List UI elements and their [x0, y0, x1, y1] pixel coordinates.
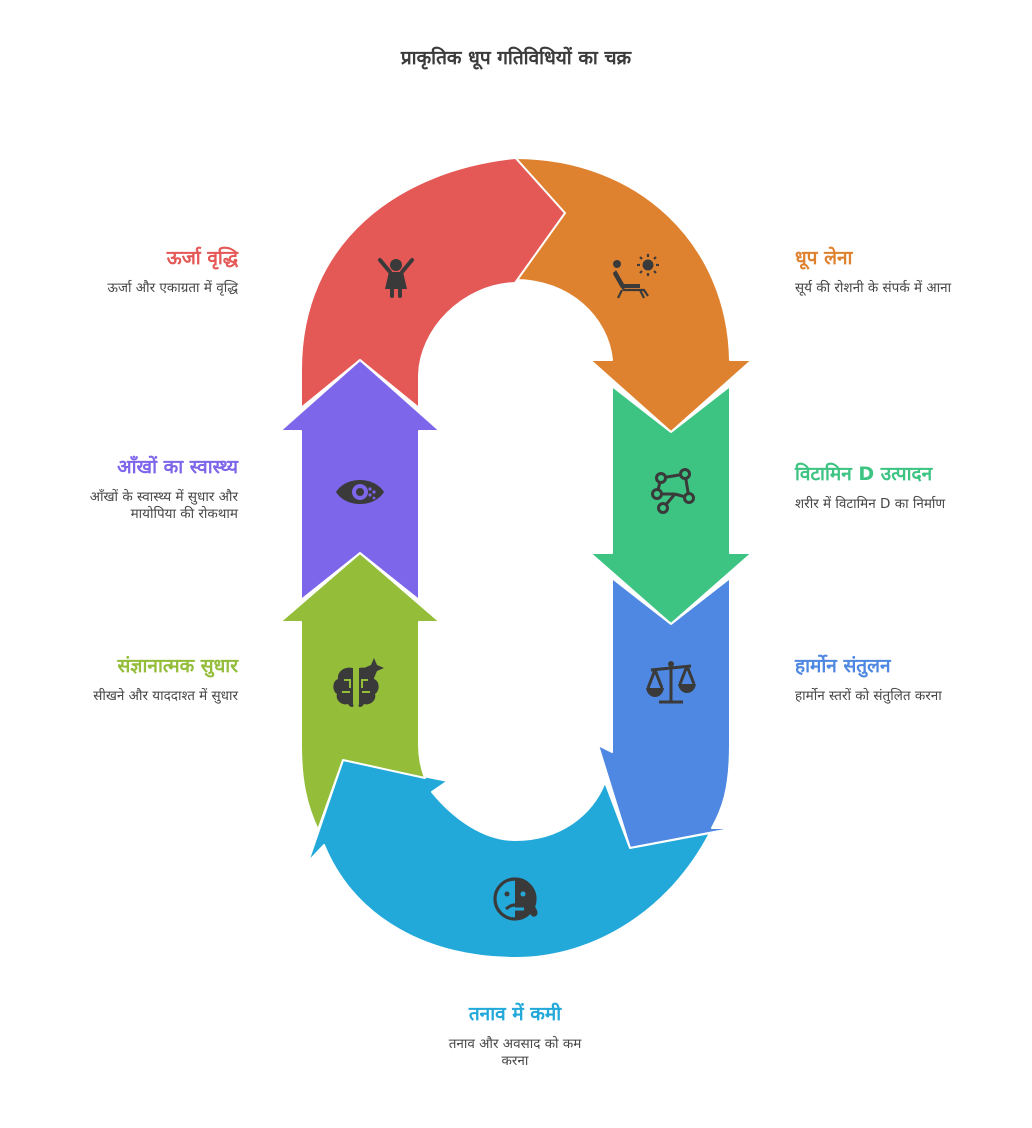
label-stress: तनाव में कमी तनाव और अवसाद को कम करना: [415, 1000, 615, 1070]
heading-vitamin-d: विटामिन D उत्पादन: [795, 463, 933, 485]
description-hormone: हार्मोन स्तरों को संतुलित करना: [795, 688, 942, 704]
description-sunbathing: सूर्य की रोशनी के संपर्क में आना: [795, 280, 952, 296]
diagram-title: प्राकृतिक धूप गतिविधियों का चक्र: [400, 47, 632, 69]
label-energy: ऊर्जा वृद्धि ऊर्जा और एकाग्रता में वृद्ध…: [0, 244, 238, 297]
lounger-sun-icon: [613, 254, 659, 299]
heading-cognitive: संज्ञानात्मक सुधार: [117, 655, 238, 677]
label-cognitive: संज्ञानात्मक सुधार सीखने और याददाश्त में…: [0, 652, 238, 705]
sad-face-icon: [493, 877, 538, 921]
heading-hormone: हार्मोन संतुलन: [795, 655, 891, 677]
description-stress-line2: करना: [501, 1053, 529, 1069]
description-stress-line1: तनाव और अवसाद को कम: [448, 1036, 582, 1052]
description-eye-line2: मायोपिया की रोकथाम: [130, 506, 238, 522]
brain-sparkle-icon: [333, 658, 384, 707]
label-vitamin-d: विटामिन D उत्पादन शरीर में विटामिन D का …: [795, 460, 1032, 513]
heading-eye: आँखों का स्वास्थ्य: [117, 456, 238, 478]
label-sunbathing: धूप लेना सूर्य की रोशनी के संपर्क में आन…: [795, 244, 1032, 297]
description-cognitive: सीखने और याददाश्त में सुधार: [93, 688, 238, 704]
label-hormone: हार्मोन संतुलन हार्मोन स्तरों को संतुलित…: [795, 652, 1032, 705]
heading-stress: तनाव में कमी: [468, 1003, 562, 1025]
child-icon: [378, 258, 414, 298]
molecule-icon: [651, 468, 695, 514]
eye-icon: [336, 480, 384, 504]
segment-sunbathing: [514, 157, 753, 433]
description-energy: ऊर्जा और एकाग्रता में वृद्धि: [107, 280, 238, 296]
segment-energy: [300, 134, 566, 409]
description-vitamin-d: शरीर में विटामिन D का निर्माण: [795, 496, 946, 512]
heading-sunbathing: धूप लेना: [795, 247, 853, 269]
segment-stress: [307, 759, 711, 959]
segment-vitamin-d: [589, 385, 753, 625]
scale-icon: [646, 661, 696, 704]
description-eye-line1: आँखों के स्वास्थ्य में सुधार और: [89, 489, 238, 505]
heading-energy: ऊर्जा वृद्धि: [166, 247, 238, 269]
label-eye: आँखों का स्वास्थ्य आँखों के स्वास्थ्य मे…: [0, 453, 238, 523]
